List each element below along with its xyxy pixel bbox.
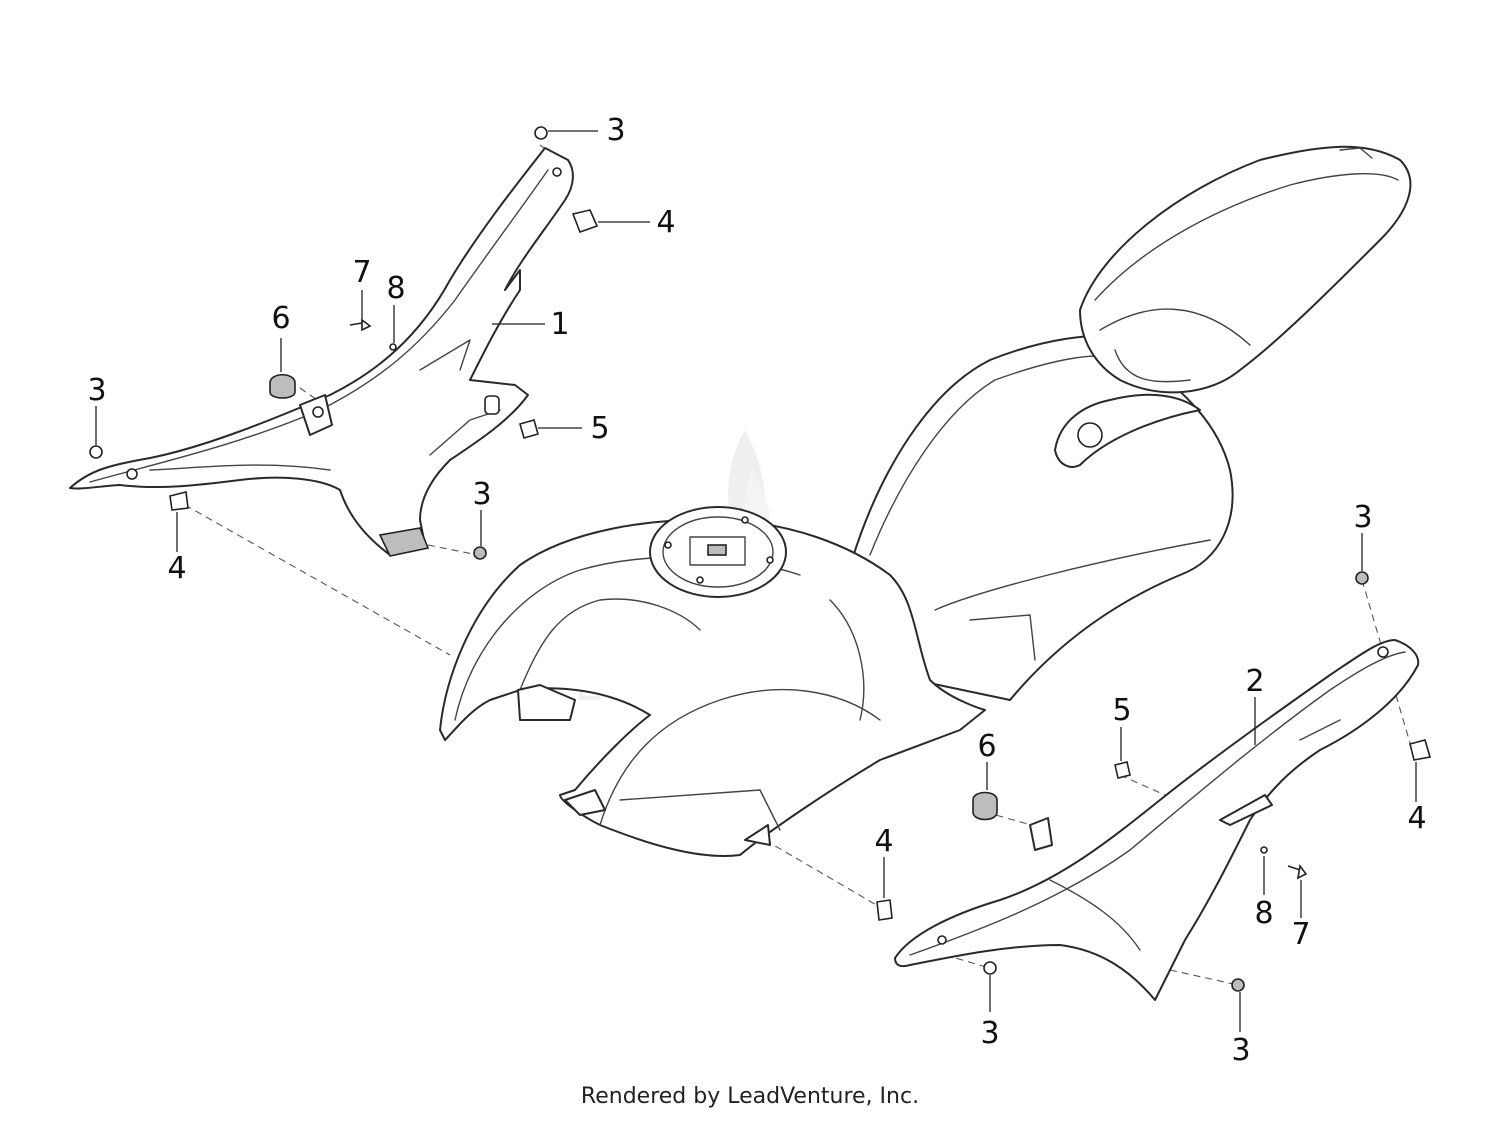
seat-assembly	[851, 145, 1412, 701]
callout-label: 5	[590, 411, 609, 446]
callout-label: 3	[472, 477, 491, 512]
render-credit: Rendered by LeadVenture, Inc.	[580, 1084, 920, 1109]
callout-labels: 3 4 7 8 6 1 3 5 3 4 3 2 5 6 4 4 8 7 3 3	[87, 113, 1426, 1068]
callout-label: 8	[386, 271, 405, 306]
grommet-icon	[972, 791, 998, 821]
callout-label: 7	[1291, 917, 1310, 952]
callout-label: 6	[977, 729, 996, 764]
clip-nut-icon	[1355, 571, 1369, 585]
clip-nut-icon	[473, 546, 487, 560]
washer-icon	[1260, 846, 1268, 854]
clip-nut-icon	[983, 961, 997, 975]
nut-clip-icon	[1114, 761, 1131, 779]
leader-lines	[95, 130, 1417, 1032]
left-side-panel	[69, 147, 574, 557]
speed-nut-icon	[1409, 739, 1432, 761]
callout-label: 4	[167, 551, 186, 586]
callout-label: 6	[271, 301, 290, 336]
speed-nut-icon	[571, 209, 599, 234]
callout-label: 3	[1353, 500, 1372, 535]
callout-label: 4	[874, 824, 893, 859]
callout-label: 1	[550, 307, 569, 342]
clip-nut-icon	[534, 126, 548, 140]
washer-icon	[389, 343, 397, 351]
callout-label: 3	[1231, 1033, 1250, 1068]
seat-lock-icon	[1077, 422, 1103, 448]
callout-label: 3	[87, 373, 106, 408]
hardware-parts	[89, 126, 1432, 992]
speed-nut-icon	[876, 899, 893, 921]
nut-clip-icon	[519, 419, 539, 439]
clip-nut-icon	[1231, 978, 1245, 992]
speed-nut-icon	[169, 491, 189, 511]
screw-icon	[1287, 864, 1308, 880]
callout-label: 5	[1112, 693, 1131, 728]
right-side-panel	[894, 639, 1420, 1001]
callout-label: 4	[656, 205, 675, 240]
fuel-tank-cover	[439, 506, 986, 857]
clip-nut-icon	[89, 445, 103, 459]
callout-label: 3	[606, 113, 625, 148]
callout-label: 8	[1254, 896, 1273, 931]
callout-label: 2	[1245, 664, 1264, 699]
callout-label: 3	[980, 1016, 999, 1051]
grommet-icon	[269, 373, 296, 399]
callout-label: 4	[1407, 801, 1426, 836]
callout-label: 7	[352, 255, 371, 290]
screw-icon	[349, 318, 372, 332]
